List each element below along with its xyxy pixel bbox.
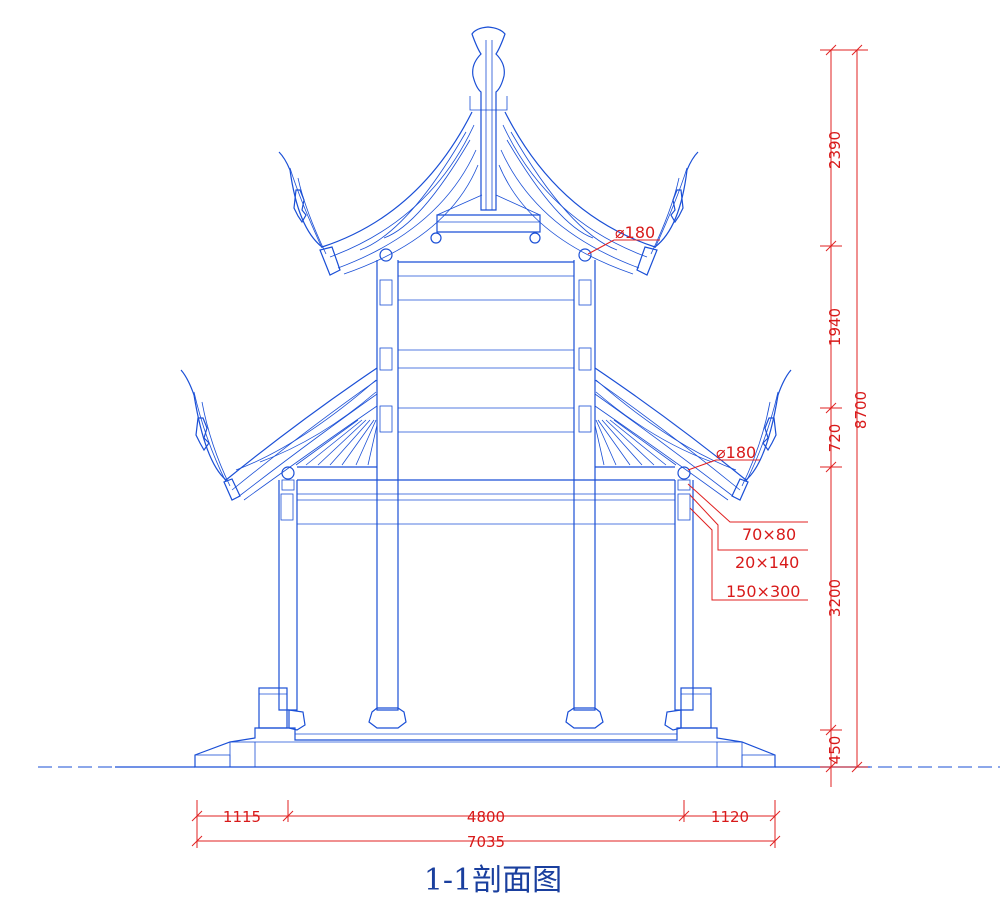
horizontal-dimension-chain: 1115 4800 1120 7035	[191, 800, 781, 851]
vertical-ticks	[820, 44, 868, 773]
upper-storey-frame	[398, 261, 574, 433]
dim-7035: 7035	[467, 833, 505, 851]
lower-roof-left	[180, 367, 378, 501]
outer-column-right	[664, 480, 694, 731]
upper-roof-right	[498, 111, 699, 276]
member-2-label: 20×140	[735, 553, 799, 572]
dim-1115: 1115	[223, 808, 261, 826]
pedestal-left	[258, 687, 288, 729]
lower-purlin-label: ⌀180	[716, 443, 756, 462]
lower-beams	[297, 466, 675, 525]
dim-720: 720	[826, 424, 844, 453]
lower-roof-right	[594, 367, 792, 501]
dim-1940: 1940	[826, 308, 844, 346]
annotation-lower-purlin: ⌀180	[687, 443, 760, 471]
inner-column-left	[368, 260, 407, 729]
dim-1120: 1120	[711, 808, 749, 826]
inner-column-right	[565, 260, 604, 729]
member-3-label: 150×300	[726, 582, 800, 601]
upper-purlin-label: ⌀180	[615, 223, 655, 242]
annotation-upper-purlin: ⌀180	[587, 223, 660, 255]
dim-3200: 3200	[826, 579, 844, 617]
lower-purlins	[281, 466, 691, 491]
dim-2390: 2390	[826, 131, 844, 169]
dim-450: 450	[826, 736, 844, 765]
pedestal-right	[680, 687, 712, 729]
roof-finial	[469, 26, 508, 211]
drawing-title: 1-1剖面图	[424, 863, 562, 898]
vertical-dimension-chain: 2390 1940 720 3200 450 8700	[820, 44, 870, 787]
upper-roof-left	[278, 111, 479, 276]
outer-column-left	[278, 480, 306, 731]
base-platform	[194, 727, 776, 768]
dim-4800: 4800	[467, 808, 505, 826]
member-1-label: 70×80	[742, 525, 796, 544]
upper-roof-truss	[379, 194, 592, 262]
dim-8700: 8700	[852, 391, 870, 429]
annotation-members: 70×80 20×140 150×300	[687, 483, 808, 601]
